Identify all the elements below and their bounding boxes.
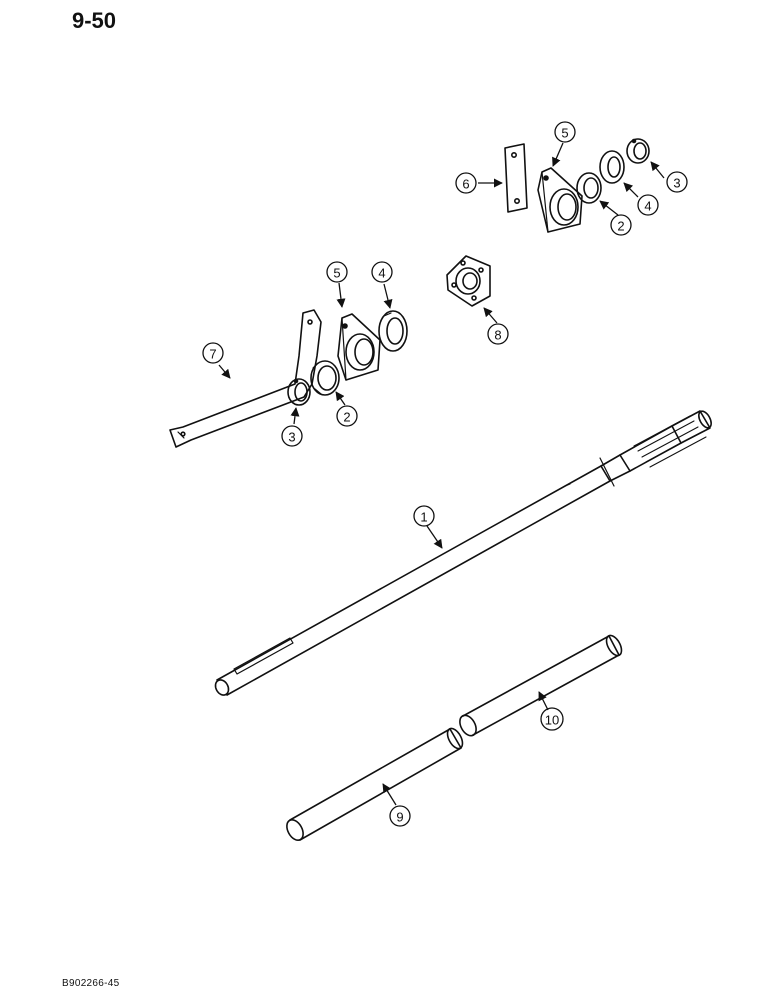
locking-collar-lower <box>287 378 311 406</box>
callout-7-label: 7 <box>209 347 216 362</box>
drive-shaft <box>214 410 712 696</box>
upper-tube <box>459 634 623 737</box>
flangette-lower <box>378 310 408 352</box>
callout-9-label: 9 <box>396 810 403 825</box>
callout-1-label: 1 <box>420 510 427 525</box>
callout-2-lower <box>336 405 358 427</box>
callout-8 <box>487 323 509 345</box>
callout-9 <box>389 805 411 827</box>
page-number: 9-50 <box>72 8 117 33</box>
bearing-lower <box>310 360 340 396</box>
callout-2-upper <box>610 214 632 236</box>
callout-4-lower <box>371 261 393 283</box>
callout-5-lower <box>326 261 348 283</box>
mounting-plate <box>504 143 528 213</box>
callout-7 <box>202 342 224 364</box>
callout-4-upper-label: 4 <box>644 199 651 214</box>
lower-tube <box>286 727 464 842</box>
callout-6 <box>455 172 477 194</box>
callout-4-upper <box>637 194 659 216</box>
support-strap <box>169 309 322 448</box>
callout-5-upper <box>554 121 576 143</box>
callout-10 <box>540 707 564 731</box>
callout-3-upper <box>666 171 688 193</box>
callout-3-upper-label: 3 <box>673 176 680 191</box>
callout-3-lower-label: 3 <box>288 430 295 445</box>
flangette-upper <box>599 150 625 184</box>
locking-collar-upper <box>626 138 650 164</box>
callout-5-lower-label: 5 <box>333 266 340 281</box>
callout-1 <box>413 505 435 527</box>
callout-10-label: 10 <box>545 713 559 728</box>
callout-3-lower <box>281 425 303 447</box>
bearing-housing-lower <box>337 313 381 381</box>
callout-8-label: 8 <box>494 328 501 343</box>
bearing-housing-upper <box>537 167 583 233</box>
callout-5-upper-label: 5 <box>561 126 568 141</box>
callout-2-lower-label: 2 <box>343 410 350 425</box>
callout-4-lower-label: 4 <box>378 266 385 281</box>
callout-6-label: 6 <box>462 177 469 192</box>
callout-2-upper-label: 2 <box>617 219 624 234</box>
figure-code: B902266-45 <box>62 978 120 989</box>
flange-bracket <box>446 255 491 307</box>
bearing-upper <box>576 172 602 204</box>
